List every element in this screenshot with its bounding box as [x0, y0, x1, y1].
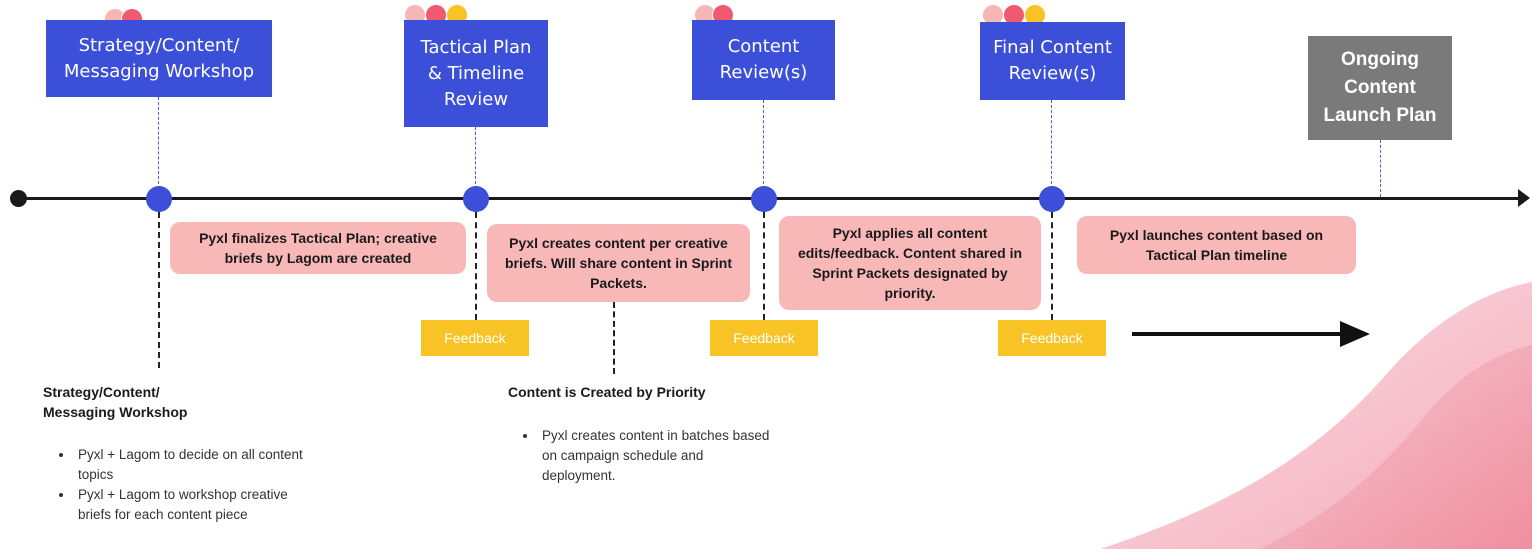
feedback-2-connector	[763, 212, 765, 320]
timeline-node-2	[463, 186, 489, 212]
milestone-2-connector	[475, 127, 476, 189]
detail-1-connector	[158, 212, 160, 368]
note-content-creation: Pyxl creates content per creative briefs…	[487, 224, 750, 302]
timeline-node-1	[146, 186, 172, 212]
ongoing-arrow-head	[1340, 321, 1370, 347]
timeline-start-dot	[10, 190, 27, 207]
feedback-tag-1: Feedback	[421, 320, 529, 356]
milestone-content-review: Content Review(s)	[692, 20, 835, 100]
feedback-tag-2: Feedback	[710, 320, 818, 356]
milestone-final-content-review: Final Content Review(s)	[980, 22, 1125, 100]
list-item: Pyxl + Lagom to decide on all content to…	[74, 445, 314, 485]
milestone-ongoing-launch-plan: Ongoing Content Launch Plan	[1308, 36, 1452, 140]
detail-content-priority-title: Content is Created by Priority	[508, 384, 706, 400]
detail-workshop-title: Strategy/Content/ Messaging Workshop	[43, 384, 188, 420]
feedback-3-connector	[1051, 212, 1053, 320]
milestone-1-connector	[158, 97, 159, 189]
timeline-arrow-head	[1518, 189, 1530, 207]
timeline-node-4	[1039, 186, 1065, 212]
milestone-4-connector	[1051, 100, 1052, 189]
list-item: Pyxl creates content in batches based on…	[538, 426, 778, 486]
feedback-1-connector	[475, 212, 477, 320]
note-tactical-plan-finalized: Pyxl finalizes Tactical Plan; creative b…	[170, 222, 466, 274]
timeline-node-3	[751, 186, 777, 212]
detail-2-connector	[613, 302, 615, 374]
detail-content-priority-list: Pyxl creates content in batches based on…	[520, 426, 778, 486]
ongoing-arrow-shaft	[1132, 332, 1342, 336]
detail-workshop-list: Pyxl + Lagom to decide on all content to…	[56, 445, 314, 525]
note-content-edits: Pyxl applies all content edits/feedback.…	[779, 216, 1041, 310]
milestone-tactical-plan-review: Tactical Plan & Timeline Review	[404, 20, 548, 127]
milestone-4-indicator-dots	[982, 4, 1048, 28]
milestone-3-connector	[763, 100, 764, 189]
feedback-tag-3: Feedback	[998, 320, 1106, 356]
note-content-launch: Pyxl launches content based on Tactical …	[1077, 216, 1356, 274]
milestone-5-connector	[1380, 140, 1381, 197]
list-item: Pyxl + Lagom to workshop creative briefs…	[74, 485, 314, 525]
milestone-strategy-workshop: Strategy/Content/ Messaging Workshop	[46, 20, 272, 97]
